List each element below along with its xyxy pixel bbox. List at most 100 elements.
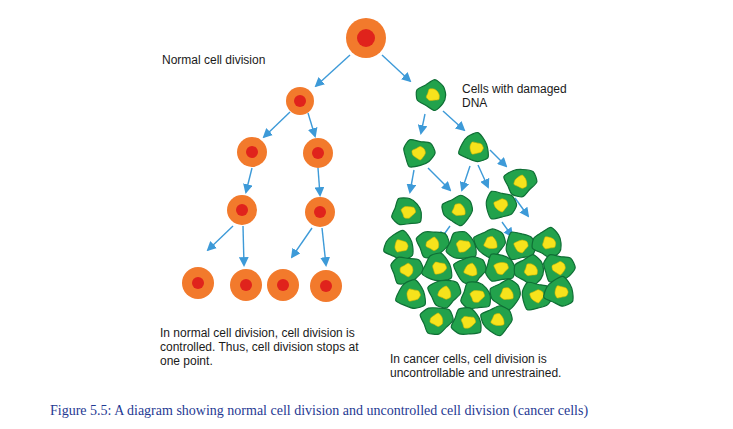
- cell-body: [514, 255, 543, 286]
- cancer-cell: [514, 255, 543, 286]
- cell-nucleus: [320, 280, 332, 292]
- cell-body: [305, 197, 335, 227]
- division-arrow: [308, 113, 315, 136]
- cancer-cell: [490, 279, 520, 310]
- cell-body: [481, 306, 512, 336]
- cell-nucleus: [461, 316, 475, 328]
- division-arrow: [318, 168, 320, 195]
- cell-body: [451, 308, 481, 335]
- division-arrow: [243, 226, 244, 265]
- normal-cell: [286, 87, 314, 115]
- cancer-cell: [442, 195, 473, 225]
- division-arrow: [515, 198, 528, 216]
- cell-nucleus: [401, 207, 416, 219]
- division-arrow: [410, 170, 414, 192]
- cell-body: [454, 257, 487, 286]
- cell-body: [384, 230, 413, 260]
- cell-nucleus: [470, 291, 485, 303]
- cell-body: [504, 169, 537, 196]
- division-arrow: [428, 168, 450, 190]
- cell-nucleus: [530, 290, 544, 303]
- cell-nucleus: [514, 240, 528, 253]
- cell-body: [237, 137, 267, 167]
- cell-nucleus: [246, 146, 258, 158]
- cell-nucleus: [464, 263, 477, 276]
- normal-cell: [310, 270, 342, 302]
- cell-nucleus: [438, 286, 451, 299]
- cancer-cell: [404, 140, 435, 168]
- cell-body: [544, 276, 573, 306]
- cell-body: [532, 227, 561, 258]
- cell-nucleus: [314, 206, 326, 218]
- division-arrow: [208, 226, 233, 250]
- section-label: Cells with damaged DNA: [462, 82, 592, 110]
- cell-nucleus: [543, 237, 556, 249]
- cancer-cell: [481, 306, 512, 336]
- cell-nucleus: [395, 240, 408, 252]
- cell-body: [416, 80, 445, 111]
- normal-cell: [303, 138, 333, 168]
- section-label: Normal cell division: [162, 53, 312, 67]
- cell-nucleus: [500, 288, 513, 300]
- cancer-cell: [486, 191, 516, 219]
- cell-nucleus: [357, 29, 375, 47]
- cell-body: [461, 282, 491, 309]
- normal-cell: [230, 269, 262, 301]
- division-arrow: [462, 166, 470, 190]
- cell-nucleus: [494, 199, 508, 212]
- division-arrow: [246, 168, 252, 192]
- cell-nucleus: [426, 237, 439, 251]
- cell-nucleus: [426, 89, 439, 101]
- cell-nucleus: [400, 263, 413, 277]
- cell-body: [442, 195, 473, 225]
- cell-body: [446, 232, 476, 259]
- explanation-note: In cancer cells, cell division is uncont…: [390, 352, 595, 380]
- cell-body: [396, 280, 426, 309]
- cell-nucleus: [412, 146, 425, 159]
- cancer-cell: [392, 198, 422, 225]
- cell-body: [474, 229, 506, 259]
- cell-nucleus: [470, 142, 483, 154]
- cancer-cells: [384, 80, 575, 336]
- cell-nucleus: [452, 204, 465, 216]
- cell-nucleus: [236, 204, 248, 216]
- cell-body: [422, 253, 452, 281]
- cell-body: [391, 257, 423, 284]
- cell-body: [303, 138, 333, 168]
- cell-nucleus: [555, 286, 568, 298]
- normal-cell: [182, 267, 214, 299]
- cancer-cell: [428, 280, 461, 308]
- cell-nucleus: [494, 262, 509, 274]
- cancer-cell: [396, 280, 426, 309]
- cell-nucleus: [484, 236, 497, 248]
- normal-cell: [237, 137, 267, 167]
- cancer-cell: [486, 254, 516, 281]
- division-arrow: [322, 228, 326, 265]
- division-arrow: [264, 112, 290, 137]
- cancer-cell: [391, 257, 423, 284]
- cell-nucleus: [407, 289, 420, 301]
- cell-body: [230, 269, 262, 301]
- cancer-cell: [461, 282, 491, 309]
- division-arrow: [443, 111, 464, 130]
- cell-body: [459, 133, 489, 162]
- cell-nucleus: [491, 313, 504, 325]
- cell-nucleus: [456, 240, 470, 252]
- cell-nucleus: [433, 262, 447, 274]
- cancer-cell: [422, 253, 452, 281]
- division-arrow: [490, 150, 506, 166]
- cell-body: [428, 280, 461, 308]
- cancer-cell: [420, 308, 453, 335]
- cell-nucleus: [294, 95, 306, 107]
- cancer-cell: [416, 80, 445, 111]
- cancer-cell: [384, 230, 413, 260]
- cancer-cell: [474, 229, 506, 259]
- cancer-cell: [446, 232, 476, 259]
- cancer-cell: [532, 227, 561, 258]
- normal-cell: [346, 18, 386, 58]
- normal-cell: [305, 197, 335, 227]
- cell-body: [392, 198, 422, 225]
- normal-cell: [227, 195, 257, 225]
- cell-body: [486, 254, 516, 281]
